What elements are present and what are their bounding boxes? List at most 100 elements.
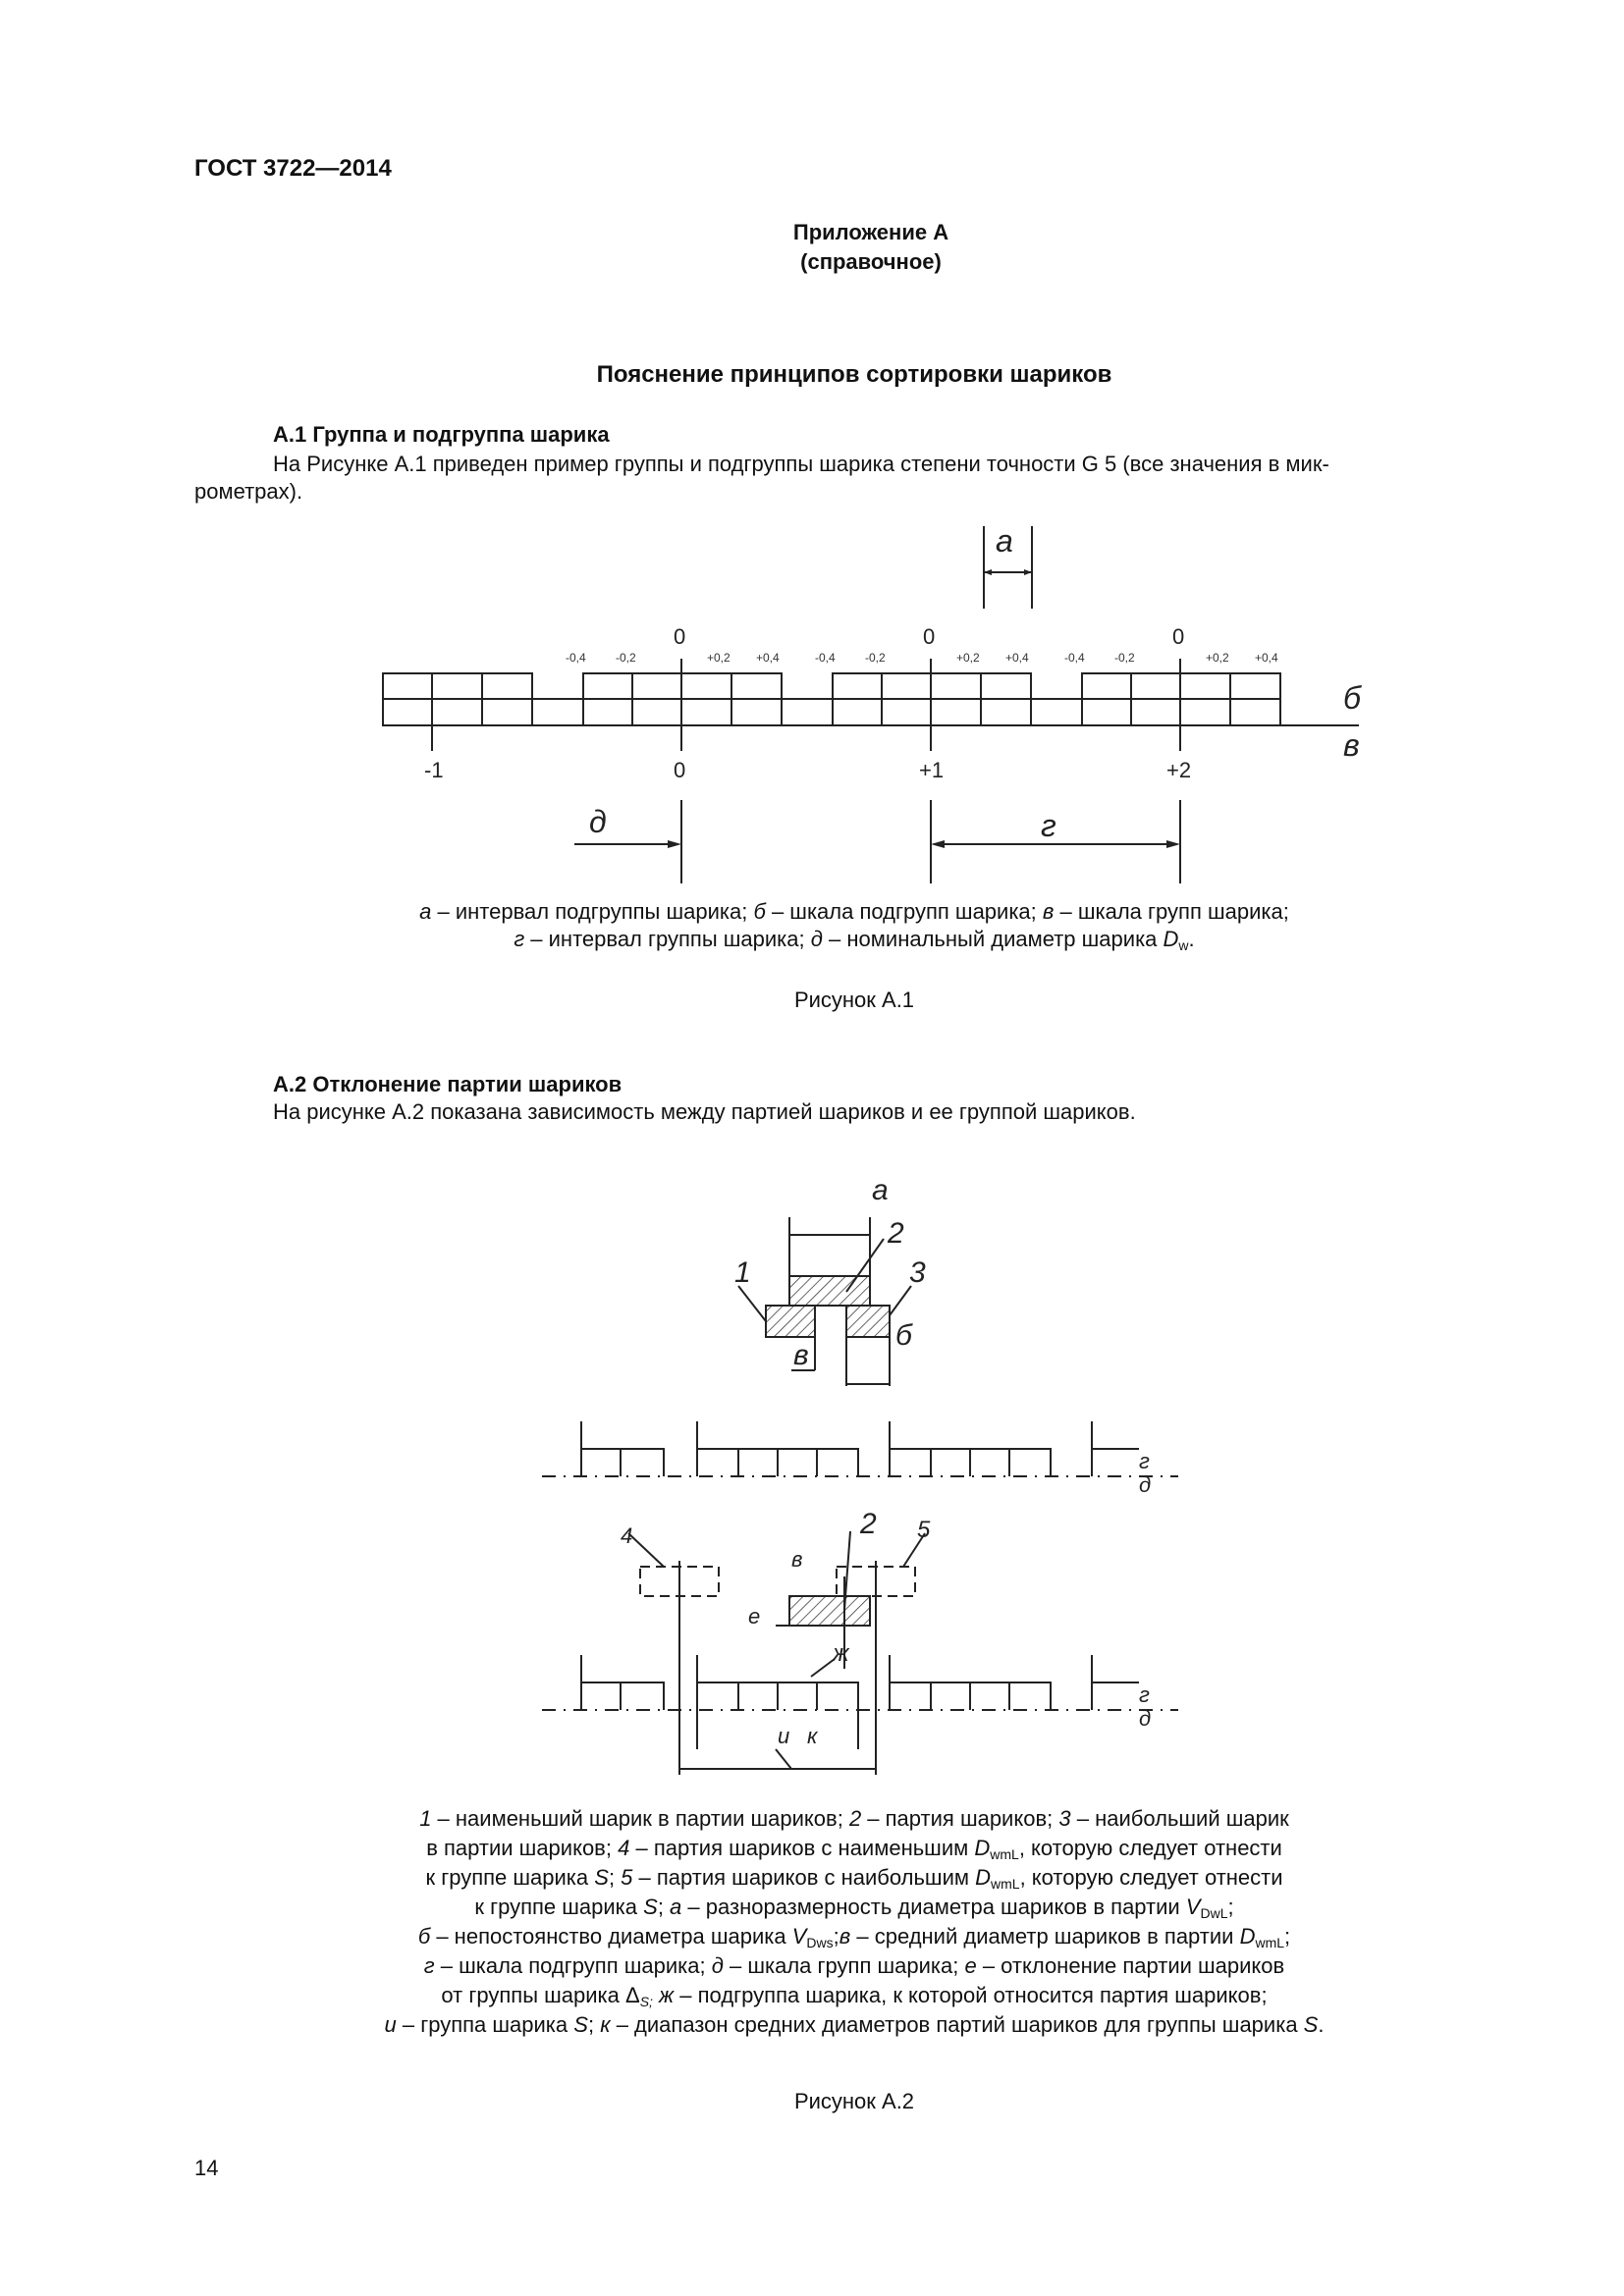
- legend-subscript: wmL: [991, 1876, 1020, 1892]
- legend-text: ;: [587, 2012, 601, 2037]
- label-v: в: [793, 1339, 809, 1371]
- legend-symbol: S: [643, 1895, 658, 1919]
- label-b: б: [895, 1319, 913, 1352]
- tick-label: -0,2: [616, 651, 636, 665]
- legend-line: и – группа шарика S; к – диапазон средни…: [196, 2010, 1512, 2040]
- standard-number: ГОСТ 3722—2014: [194, 155, 392, 182]
- label-2: 2: [887, 1217, 904, 1250]
- label-g2: г: [1139, 1682, 1150, 1707]
- legend-line: г – шкала подгрупп шарика; д – шкала гру…: [196, 1951, 1512, 1981]
- legend-key: а: [670, 1895, 682, 1919]
- legend-text: , которую следует отнести: [1019, 1865, 1283, 1890]
- label-d: д: [1139, 1472, 1151, 1497]
- legend-text: ;: [1227, 1895, 1234, 1919]
- figure-a2: а 1 2 3 в б г д 4 2 5 в е ж г д и к: [542, 1174, 1178, 1775]
- legend-line: б – непостоянство диаметра шарика VDws;в…: [196, 1922, 1512, 1951]
- legend-key: 2: [848, 1806, 862, 1831]
- label-b: б: [1343, 680, 1362, 716]
- section-title: Пояснение принципов сортировки шариков: [596, 361, 1112, 388]
- label-a: а: [996, 523, 1013, 559]
- legend-symbol: D: [975, 1865, 991, 1890]
- legend-key: к: [600, 2012, 611, 2037]
- label-1: 1: [734, 1256, 751, 1289]
- legend-text: – непостоянство диаметра шарика: [430, 1924, 792, 1949]
- label-d: д: [589, 804, 607, 839]
- label-3: 3: [909, 1256, 926, 1289]
- tick-label: +0,4: [756, 651, 780, 665]
- tick-label: +0,4: [1005, 651, 1029, 665]
- legend-subscript: S;: [639, 1994, 653, 2009]
- legend-key: д: [711, 1953, 724, 1978]
- tick-label: +0,2: [956, 651, 980, 665]
- tick-label: 0: [674, 624, 685, 649]
- legend-text: в партии шариков;: [426, 1836, 619, 1860]
- legend-line: 1 – наименьший шарик в партии шариков; 2…: [196, 1804, 1512, 1834]
- legend-key: и: [384, 2012, 397, 2037]
- tick-label: -0,4: [815, 651, 836, 665]
- legend-symbol: D: [974, 1836, 991, 1860]
- annex-kind: (справочное): [800, 249, 942, 274]
- legend-subscript: wmL: [1255, 1935, 1285, 1950]
- label-a: а: [872, 1174, 889, 1206]
- legend-text: – шкала групп шарика;: [1054, 899, 1289, 924]
- legend-text: – группа шарика: [396, 2012, 574, 2037]
- legend-key: ж: [659, 1983, 675, 2007]
- legend-line: к группе шарика S; а – разноразмерность …: [196, 1893, 1512, 1922]
- label-g: г: [1041, 808, 1056, 843]
- legend-key: в: [839, 1924, 851, 1949]
- legend-text: – шкала групп шарика;: [723, 1953, 965, 1978]
- legend-key: 5: [621, 1865, 633, 1890]
- legend-subscript: Dws: [806, 1935, 834, 1950]
- legend-subscript: DwL: [1200, 1905, 1228, 1921]
- legend-text: – партия шариков с наибольшим: [632, 1865, 976, 1890]
- a1-text-line1: На Рисунке А.1 приведен пример группы и …: [273, 452, 1329, 476]
- legend-text: – диапазон средних диаметров партий шари…: [610, 2012, 1304, 2037]
- annex-label: Приложение А: [792, 220, 949, 244]
- tick-label: +0,4: [1255, 651, 1278, 665]
- legend-key: е: [964, 1953, 977, 1978]
- label-v: в: [1343, 727, 1360, 763]
- tick-label: -0,2: [1114, 651, 1135, 665]
- fig1-legend-line2: г – интервал группы шарика; д – номиналь…: [0, 925, 1624, 954]
- legend-text: – разноразмерность диаметра шариков в па…: [681, 1895, 1186, 1919]
- legend-text: – партия шариков с наименьшим: [629, 1836, 975, 1860]
- legend-text: к группе шарика: [425, 1865, 595, 1890]
- legend-subscript: wmL: [990, 1846, 1019, 1862]
- fig1-caption: Рисунок А.1: [793, 988, 915, 1012]
- legend-text: ;: [1284, 1924, 1291, 1949]
- legend-key: 4: [618, 1836, 630, 1860]
- legend-line: в партии шариков; 4 – партия шариков с н…: [196, 1834, 1512, 1863]
- legend-symbol: V: [1185, 1895, 1201, 1919]
- legend-key: 1: [419, 1806, 432, 1831]
- legend-text: – шкала подгрупп шарика;: [434, 1953, 712, 1978]
- group-tick-label: -1: [424, 758, 444, 782]
- label-2b: 2: [859, 1508, 877, 1540]
- tick-label: +0,2: [1206, 651, 1229, 665]
- legend-text: .: [1188, 927, 1195, 951]
- legend-text: – наименьший шарик в партии шариков;: [431, 1806, 849, 1831]
- label-v2: в: [791, 1547, 802, 1572]
- legend-text: – отклонение партии шариков: [976, 1953, 1285, 1978]
- legend-text: – интервал группы шарика;: [524, 927, 811, 951]
- tick-label: -0,2: [865, 651, 886, 665]
- legend-text: – средний диаметр шариков в партии: [850, 1924, 1240, 1949]
- legend-text: – подгруппа шарика, к которой относится …: [674, 1983, 1268, 2007]
- legend-subscript: w: [1178, 937, 1189, 953]
- legend-key: г: [514, 927, 525, 951]
- legend-text: – партия шариков;: [861, 1806, 1059, 1831]
- annex-title: Приложение А (справочное): [0, 218, 1624, 277]
- fig1-legend-line1: а – интервал подгруппы шарика; б – шкала…: [0, 897, 1624, 927]
- legend-key: б: [753, 899, 766, 924]
- legend-symbol: S: [573, 2012, 588, 2037]
- a1-heading: А.1 Группа и подгруппа шарика: [273, 422, 610, 447]
- legend-symbol: S: [1303, 2012, 1319, 2037]
- legend-key: в: [1042, 899, 1055, 924]
- page-number: 14: [194, 2156, 219, 2180]
- label-4: 4: [621, 1523, 632, 1548]
- legend-text: – номинальный диаметр шарика: [822, 927, 1164, 951]
- tick-label: -0,4: [1064, 651, 1085, 665]
- legend-symbol: D: [1163, 927, 1179, 951]
- group-tick-label: +1: [919, 758, 944, 782]
- label-zh: ж: [832, 1640, 850, 1667]
- legend-key: г: [423, 1953, 435, 1978]
